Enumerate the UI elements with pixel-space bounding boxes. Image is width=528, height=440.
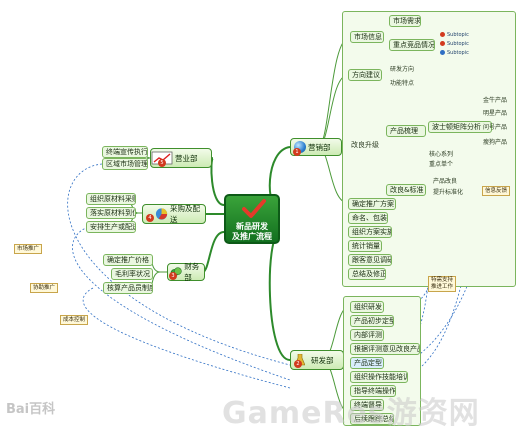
product-improve[interactable]: 产品改良 — [433, 178, 458, 185]
function-features[interactable]: 功能特点 — [390, 80, 415, 87]
relation-tag-promotion[interactable]: 市场推广 — [14, 244, 43, 254]
competitor-status[interactable]: 重点竞品情况 — [389, 39, 435, 51]
purchasing-item[interactable]: 落实原材料到位 — [86, 207, 136, 219]
subtopic-badge-icon — [440, 50, 445, 55]
bcg-analysis[interactable]: 波士顿矩阵分析 — [428, 121, 492, 133]
market-demand[interactable]: 市场需求 — [389, 15, 421, 27]
rd-item[interactable]: 组织操作技能培训 — [350, 371, 408, 383]
raise-standard[interactable]: 提升标准化 — [433, 189, 464, 196]
direction-advice[interactable]: 方向建议 — [348, 69, 382, 81]
rd-item[interactable]: 产品初步定型 — [350, 315, 394, 327]
sales-item[interactable]: 终端宣传执行 — [102, 146, 148, 158]
relation-tag-assist[interactable]: 协助推广 — [30, 283, 59, 293]
sales-item[interactable]: 区域市场管理 — [102, 158, 148, 170]
center-title-line2: 及推广流程 — [232, 232, 272, 241]
bcg-item[interactable]: 金牛产品 — [483, 97, 508, 104]
branch-purchasing-label: 采购及配送 — [170, 204, 201, 224]
subtopic-item[interactable]: Subtopic — [440, 50, 469, 56]
finance-number-badge: 3 — [169, 272, 177, 280]
market-info[interactable]: 市场信息 — [350, 31, 384, 43]
relation-tag-feedback[interactable]: 信息反馈 — [482, 186, 511, 196]
branch-purchasing[interactable]: 采购及配送 — [142, 204, 206, 224]
branch-rd-label: 研发部 — [311, 355, 334, 365]
rd-item[interactable]: 产品定型 — [350, 357, 384, 369]
branch-marketing-label: 营销部 — [308, 142, 331, 152]
plan-item[interactable]: 组织方案实施 — [348, 226, 392, 238]
plan-item[interactable]: 跟客意见调研 — [348, 254, 392, 266]
relation-tag-support[interactable]: 特需支持 推进工作 — [428, 276, 457, 292]
plan-item[interactable]: 统计销量 — [348, 240, 382, 252]
marketing-number-badge: 1 — [293, 148, 301, 156]
branch-finance-label: 财务部 — [184, 262, 200, 282]
rd-item[interactable]: 指导终端操作 — [350, 385, 396, 397]
gameres-watermark: GameRes游资网 — [222, 396, 480, 431]
finance-item[interactable]: 毛利率状况 — [111, 268, 153, 280]
purchasing-item[interactable]: 安排生产或配送 — [86, 221, 136, 233]
finance-item[interactable]: 确定推广价格 — [103, 254, 153, 266]
baidu-watermark: Bai百科 — [6, 402, 56, 417]
rd-item[interactable]: 后续跟踪总结 — [350, 413, 394, 425]
purchasing-item[interactable]: 组织原材料采购 — [86, 193, 136, 205]
plan-item[interactable]: 命名、包装 — [348, 212, 388, 224]
rd-direction[interactable]: 研发方向 — [390, 66, 415, 73]
plan-item[interactable]: 总结及修正 — [348, 268, 386, 280]
pie-chart-icon — [155, 208, 168, 220]
rd-item[interactable]: 根据评测意见改良产品 — [350, 343, 420, 355]
rd-number-badge: 2 — [294, 360, 302, 368]
check-icon — [242, 199, 266, 218]
improve-standard[interactable]: 改良&标准 — [386, 184, 426, 196]
bcg-item[interactable]: 明星产品 — [483, 110, 508, 117]
core-series[interactable]: 核心系列 — [429, 151, 454, 158]
key-single[interactable]: 重点单个 — [429, 161, 454, 168]
subtopic-badge-icon — [440, 41, 445, 46]
rd-item[interactable]: 终端督导 — [350, 399, 384, 411]
subtopic-badge-icon — [440, 32, 445, 37]
subtopic-item[interactable]: Subtopic — [440, 32, 469, 38]
improve-upgrade[interactable]: 改良升级 — [351, 141, 379, 149]
branch-sales-label: 营业部 — [175, 153, 198, 163]
bcg-item[interactable]: 瘦狗产品 — [483, 139, 508, 146]
branch-marketing[interactable]: 营销部 — [290, 138, 342, 156]
product-sort[interactable]: 产品梳理 — [386, 125, 426, 137]
rd-item[interactable]: 内部评测 — [350, 329, 384, 341]
plan-item[interactable]: 确定推广方案 — [348, 198, 396, 210]
finance-item[interactable]: 核算产品员制度 — [103, 282, 153, 294]
center-node[interactable]: 新品研发 及推广流程 — [224, 194, 280, 244]
bcg-item[interactable]: 问号产品 — [483, 124, 508, 131]
sales-number-badge: 5 — [158, 159, 166, 167]
subtopic-item[interactable]: Subtopic — [440, 41, 469, 47]
rd-item[interactable]: 组织研发 — [350, 301, 384, 313]
relation-tag-cost[interactable]: 成本控制 — [60, 315, 89, 325]
purchasing-number-badge: 4 — [146, 214, 154, 222]
center-title-line1: 新品研发 — [236, 222, 268, 231]
